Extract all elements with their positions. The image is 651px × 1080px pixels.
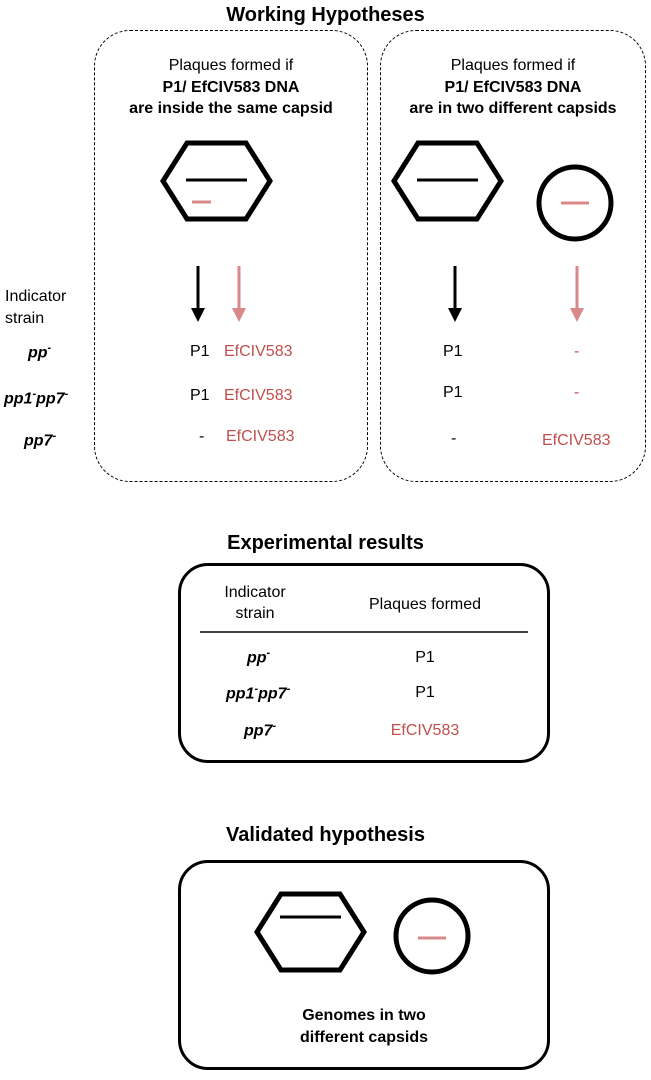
capsid-hexagon-icon: [254, 891, 367, 973]
indicator-label-2: strain: [5, 310, 45, 327]
capsid-hexagon-icon: [391, 140, 504, 222]
strain-pp1-pp7: pp1-pp7-: [4, 388, 69, 408]
diff-capsid-caption-1: Plaques formed if: [450, 57, 576, 74]
working-hypotheses-title: Working Hypotheses: [226, 4, 425, 26]
validated-hypothesis-box: [178, 860, 550, 1070]
results-strain-pp: pp-: [247, 647, 271, 667]
capsid-hexagon-icon: [160, 140, 273, 222]
hyp-diff-row2-ef: -: [574, 384, 580, 401]
diff-capsid-caption-2: P1/ EfCIV583 DNA: [444, 79, 582, 96]
experimental-results-box: [178, 563, 550, 763]
hyp-diff-row1-ef: -: [574, 343, 580, 360]
same-capsid-caption-2: P1/ EfCIV583 DNA: [162, 79, 300, 96]
capsid-circle-icon: [536, 164, 614, 242]
hyp-diff-row2-p1: P1: [443, 384, 463, 401]
same-capsid-caption-3: are inside the same capsid: [129, 100, 333, 117]
results-row2-plaque: P1: [415, 684, 435, 701]
results-col1-header-2: strain: [235, 605, 275, 622]
capsid-circle-icon: [393, 897, 471, 975]
validated-caption-1: Genomes in two: [302, 1007, 426, 1024]
strain-pp: pp-: [28, 342, 52, 362]
results-row1-plaque: P1: [415, 649, 435, 666]
results-strain-pp1-pp7: pp1-pp7-: [226, 683, 291, 703]
hyp-same-row1-ef: EfCIV583: [224, 343, 293, 360]
results-col2-header: Plaques formed: [368, 596, 482, 613]
indicator-label-1: Indicator: [5, 288, 67, 305]
hyp-diff-row1-p1: P1: [443, 343, 463, 360]
validated-caption-2: different capsids: [299, 1029, 429, 1046]
diff-capsid-caption-3: are in two different capsids: [409, 100, 617, 117]
results-col1-header-1: Indicator: [224, 584, 286, 601]
experimental-results-title: Experimental results: [227, 532, 424, 554]
results-strain-pp7: pp7-: [244, 720, 277, 740]
hyp-diff-row3-ef: EfCIV583: [542, 432, 611, 449]
validated-hypothesis-title: Validated hypothesis: [226, 824, 425, 846]
hyp-same-row1-p1: P1: [190, 343, 210, 360]
same-capsid-caption-1: Plaques formed if: [168, 57, 294, 74]
strain-pp7: pp7-: [24, 430, 57, 450]
results-row3-plaque: EfCIV583: [390, 722, 460, 739]
hyp-same-row3-p1: -: [199, 428, 205, 445]
same-capsid-hypothesis-box: [94, 30, 368, 482]
different-capsid-hypothesis-box: [380, 30, 646, 482]
hyp-same-row2-ef: EfCIV583: [224, 387, 293, 404]
hyp-same-row2-p1: P1: [190, 387, 210, 404]
hyp-diff-row3-p1: -: [451, 430, 457, 447]
hyp-same-row3-ef: EfCIV583: [226, 428, 295, 445]
